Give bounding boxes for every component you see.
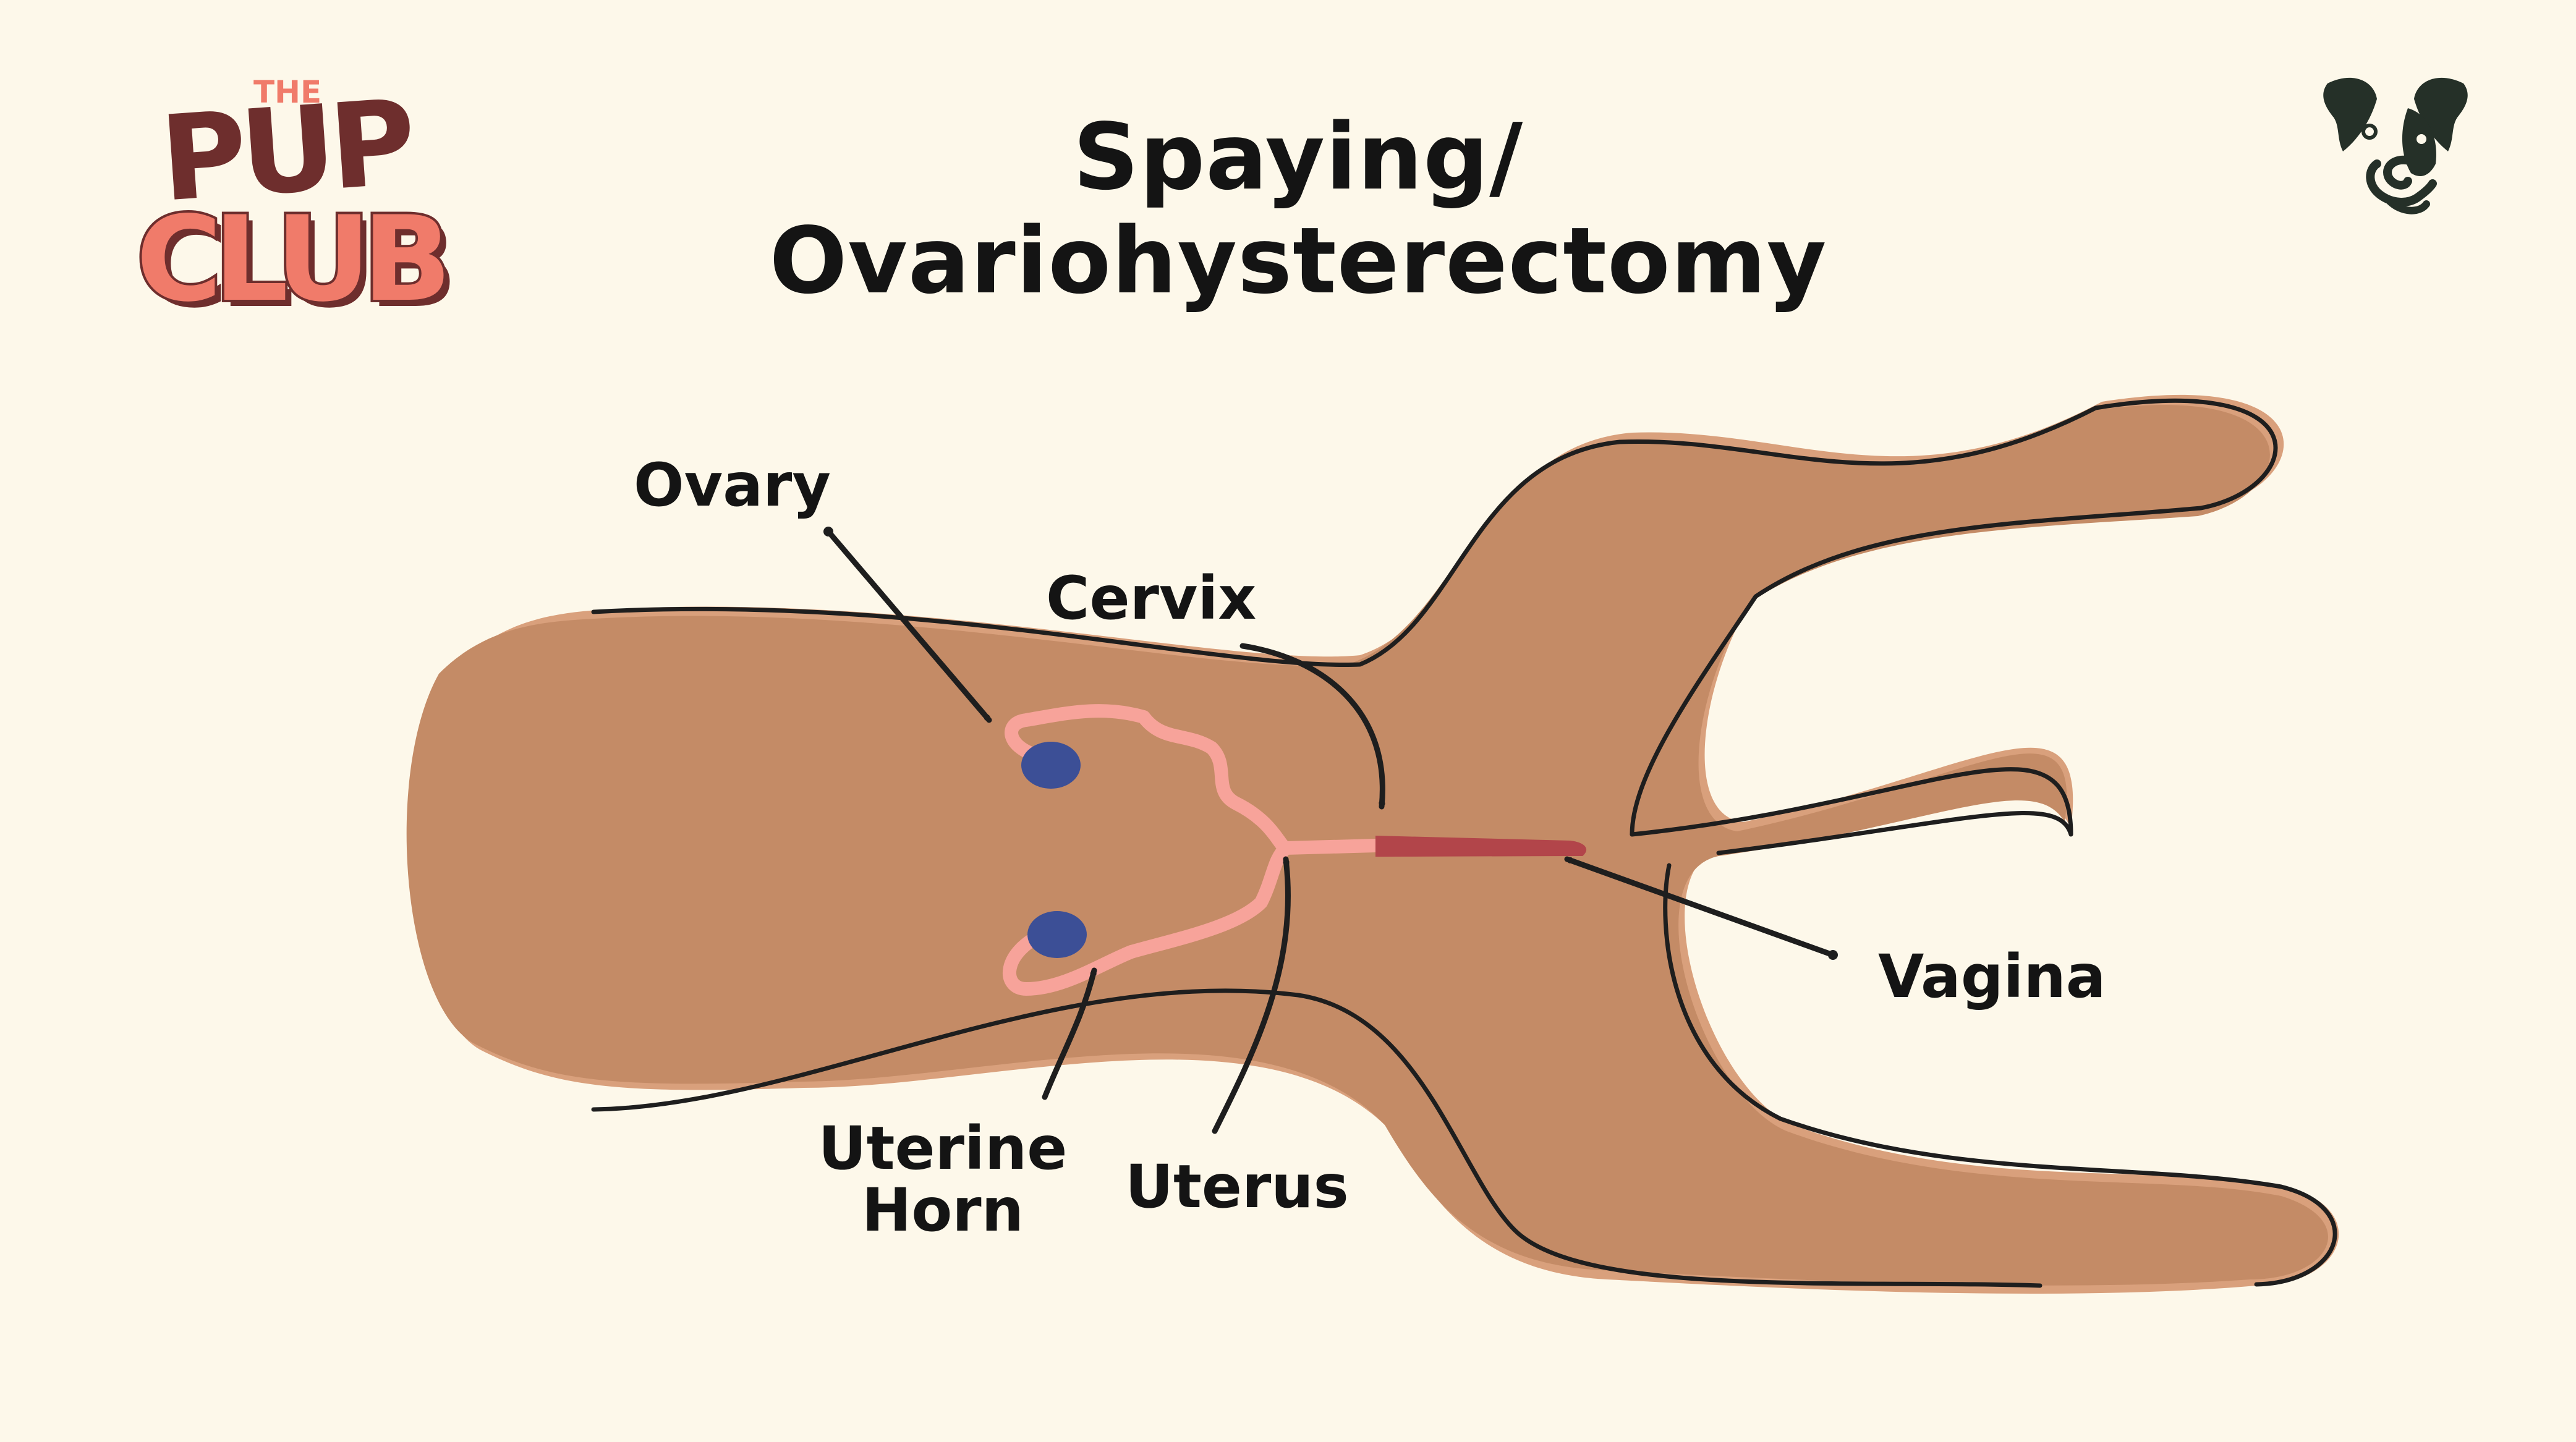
- vagina-label: Vagina: [1878, 942, 2106, 1011]
- uterus-label: Uterus: [1125, 1152, 1349, 1221]
- upper-ovary: [1021, 742, 1081, 789]
- vagina-arrow: [1564, 856, 1836, 958]
- uterine-horn-label: Uterine Horn: [804, 1118, 1082, 1241]
- vagina-arrow-dot: [1828, 950, 1838, 960]
- uterine-horn-label-line-2: Horn: [862, 1176, 1024, 1245]
- page-title: Spaying/ Ovariohysterectomy: [680, 105, 1916, 313]
- uterine-horn-label-line-1: Uterine: [818, 1114, 1068, 1183]
- logo-club-text: CLUB: [134, 191, 454, 328]
- upper-uterine-horn: [1005, 704, 1293, 855]
- lower-ovary: [1027, 911, 1087, 958]
- belly-outline: [591, 988, 2043, 1288]
- cervix-label: Cervix: [1046, 564, 1257, 633]
- vagina: [1375, 836, 1587, 857]
- hind-leg-outline: [1663, 863, 2337, 1287]
- title-line-2: Ovariohysterectomy: [769, 208, 1827, 314]
- rear-leg-outline: [1630, 767, 2073, 855]
- uterus-arrow: [1212, 856, 1291, 1134]
- title-line-1: Spaying/: [1073, 104, 1524, 210]
- cervix-arrow: [1239, 643, 1385, 810]
- pup-club-logo: THE PUP CLUB: [124, 68, 457, 352]
- ovary-label: Ovary: [634, 451, 831, 520]
- dog-ampersand-icon: [2323, 77, 2468, 214]
- logo-the-text: THE: [253, 74, 322, 110]
- back-outline: [591, 398, 2278, 837]
- lower-uterine-horn: [1003, 841, 1293, 996]
- ovary-arrow-dot: [823, 527, 833, 537]
- ovary-arrow: [825, 528, 992, 723]
- uterine-horn-arrow: [1042, 967, 1097, 1100]
- uterus-body: [1279, 839, 1382, 855]
